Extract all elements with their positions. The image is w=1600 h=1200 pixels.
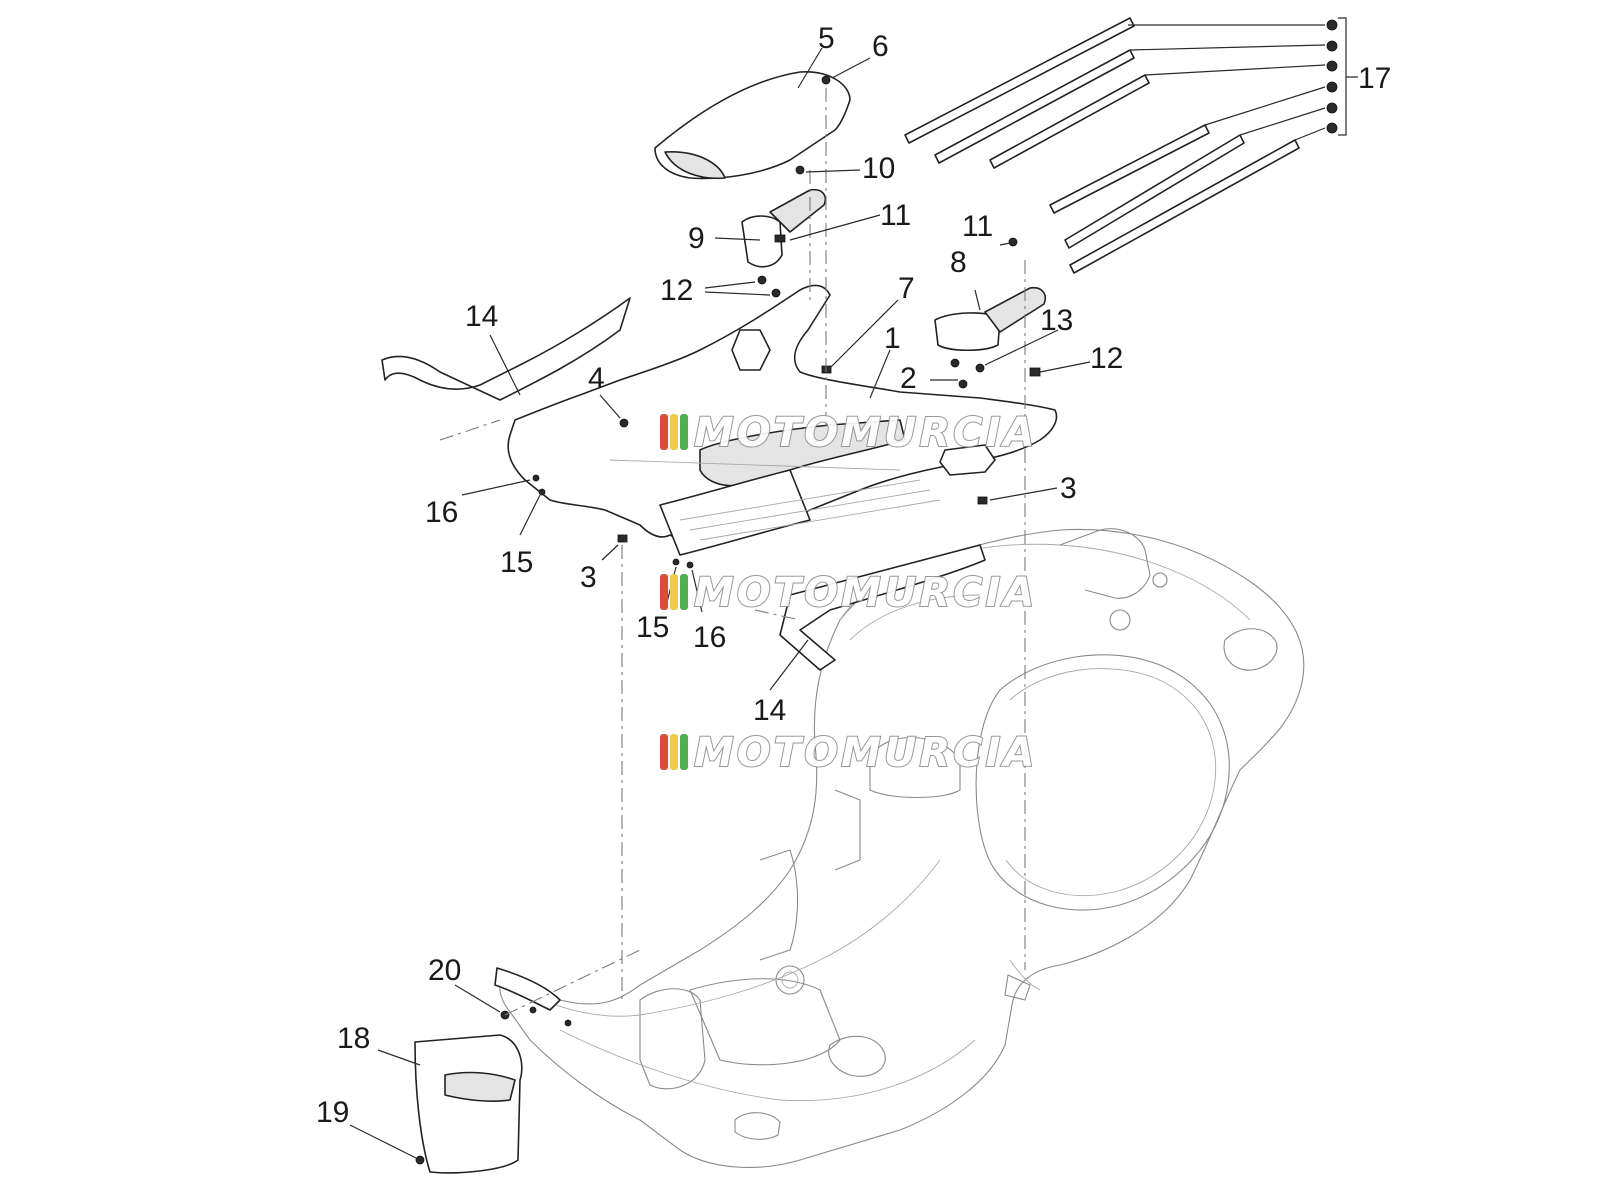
callout-8: 8	[950, 246, 967, 279]
watermark-stripe-green	[680, 574, 688, 610]
watermark-stripe-red	[660, 414, 668, 450]
callout-9: 9	[688, 222, 705, 255]
callout-13: 14	[465, 300, 498, 333]
callout-20: 20	[428, 954, 461, 987]
callout-11: 11	[880, 199, 911, 232]
small-parts	[381, 71, 1046, 1174]
scooter-body-outline	[499, 528, 1305, 1168]
watermark-stripe-green	[680, 414, 688, 450]
watermark-stripe-yellow	[670, 414, 678, 450]
callout-7: 7	[898, 272, 915, 305]
watermark-stripe-yellow	[670, 734, 678, 770]
rubber-strips-part	[904, 17, 1300, 274]
watermark-stripe-green	[680, 734, 688, 770]
callout-1: 1	[884, 322, 901, 355]
callout-12: 13	[1040, 304, 1073, 337]
callout-14: 14	[753, 694, 786, 727]
watermark-1: MOTOMURCIA	[660, 409, 1037, 457]
callout-10: 10	[862, 152, 895, 185]
strip-variant-dots	[1326, 19, 1338, 134]
callout-16: 16	[425, 496, 458, 529]
callout-16: 16	[693, 621, 726, 654]
callout-12: 12	[660, 274, 693, 307]
watermark-2: MOTOMURCIA	[660, 569, 1037, 617]
callout-15: 15	[500, 546, 533, 579]
callout-3: 3	[580, 561, 597, 594]
fasteners	[415, 75, 1041, 1165]
watermark-text: MOTOMURCIA	[694, 570, 1037, 616]
callout-4: 4	[588, 362, 605, 395]
callout-19: 19	[316, 1096, 349, 1129]
watermark-3: MOTOMURCIA	[660, 729, 1037, 777]
callout-2: 2	[900, 362, 917, 395]
callout-3: 3	[1060, 472, 1077, 505]
callout-6: 6	[872, 30, 889, 63]
callout-5: 5	[818, 22, 835, 55]
watermark-stripe-red	[660, 734, 668, 770]
callout-10: 11	[962, 210, 993, 243]
floor-board-part	[507, 284, 1058, 556]
callout-15: 15	[636, 611, 669, 644]
callout-17: 17	[1358, 62, 1391, 95]
watermark-text: MOTOMURCIA	[694, 410, 1037, 456]
callout-11: 12	[1090, 342, 1123, 375]
watermark-stripe-red	[660, 574, 668, 610]
part-callouts: 5 6 10 11 9 12 7 14 1 2 4 11 8 13 12 3 1…	[316, 22, 1391, 1129]
callout-18: 18	[337, 1022, 370, 1055]
watermark-text: MOTOMURCIA	[694, 730, 1037, 776]
watermark-stripe-yellow	[670, 574, 678, 610]
